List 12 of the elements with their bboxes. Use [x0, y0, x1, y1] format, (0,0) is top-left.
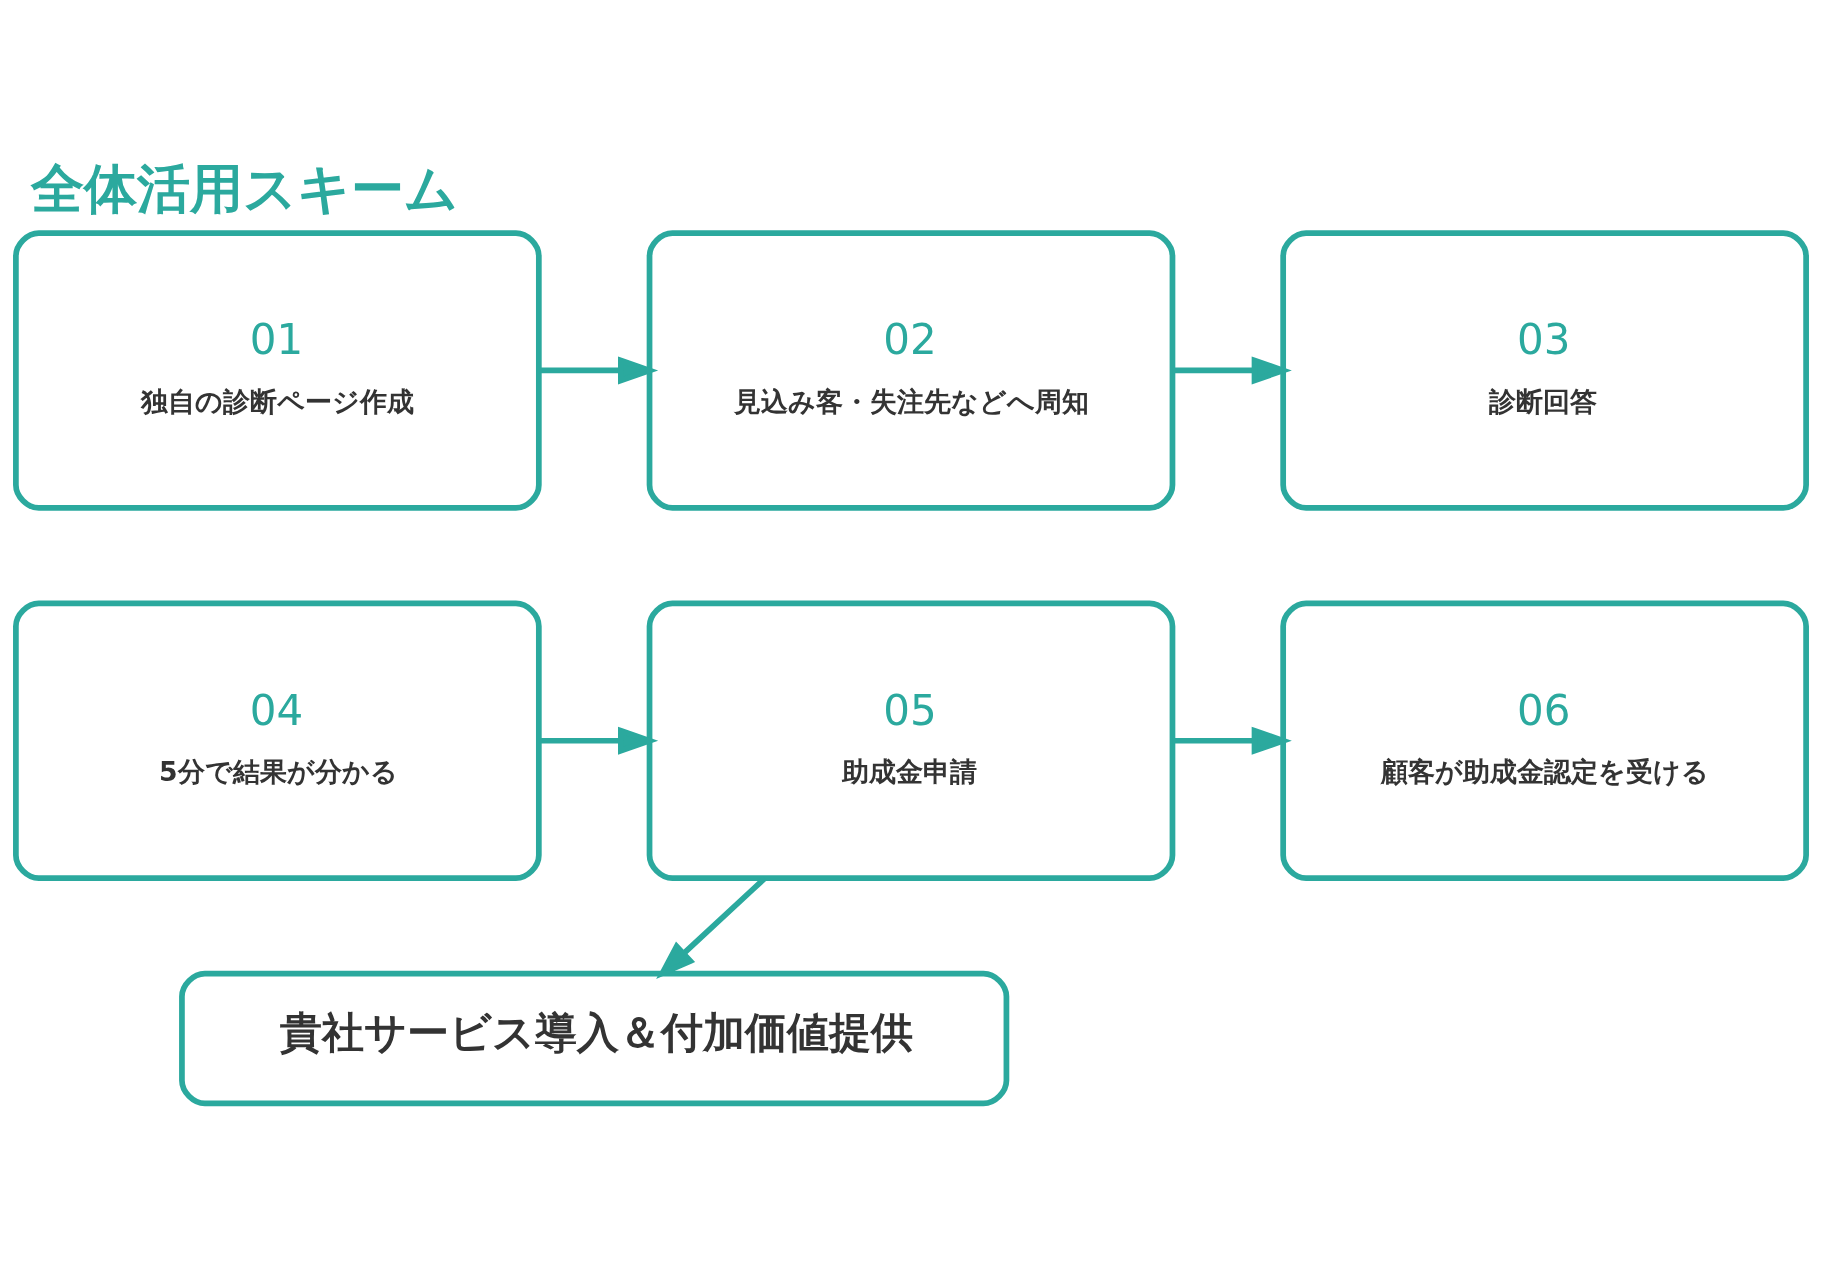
arrow [539, 356, 659, 385]
arrow [539, 726, 659, 755]
node-box: 03 診断回答 [1280, 230, 1809, 511]
node-box: 04 5分で結果が分かる [13, 600, 542, 882]
node-box: 01 独自の診断ページ作成 [13, 230, 542, 511]
node-box: 02 見込み客・失注先などへ周知 [646, 230, 1176, 511]
arrow [1172, 726, 1292, 755]
node-box: 06 顧客が助成金認定を受ける [1280, 600, 1809, 882]
diagram-title: 全体活用スキーム [31, 157, 459, 221]
node-box: 貴社サービス導入＆付加価値提供 [179, 970, 1010, 1107]
node-box: 05 助成金申請 [646, 600, 1176, 882]
arrow [1172, 356, 1292, 385]
